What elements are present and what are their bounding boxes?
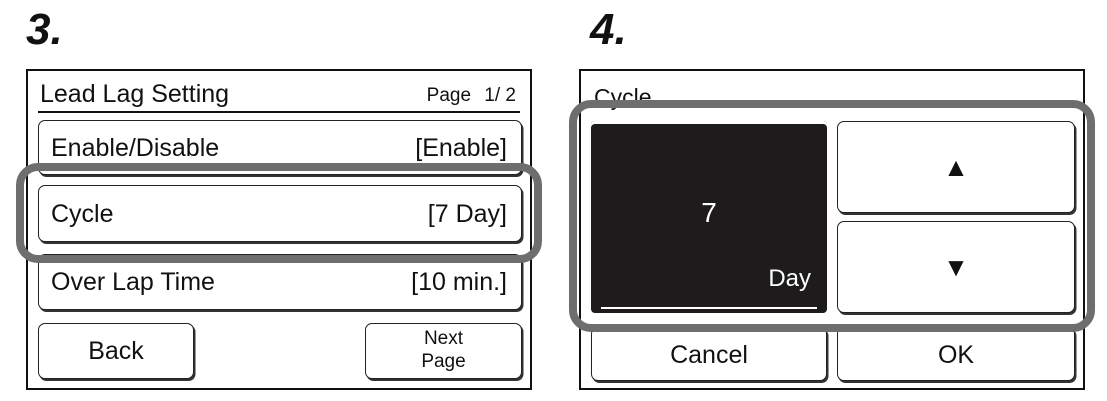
next-label-line1: Next [423, 328, 464, 349]
page-value: 1/ 2 [484, 85, 516, 106]
step-4-number: 4. [590, 5, 627, 54]
row-value: [Enable] [415, 134, 507, 162]
cycle-value-display: 7 Day [591, 121, 827, 313]
ok-button[interactable]: OK [837, 327, 1075, 381]
row-label: Over Lap Time [51, 268, 215, 296]
next-label-line2: Page [421, 351, 466, 372]
cycle-unit: Day [768, 265, 811, 292]
page-label: Page [426, 85, 472, 106]
ok-label: OK [937, 341, 975, 369]
page-indicator: Page 1/ 2 [427, 85, 516, 107]
back-button[interactable]: Back [38, 323, 194, 379]
value-panel-highlight [569, 100, 1095, 332]
row-value: [7 Day] [427, 200, 507, 228]
cycle-screen: Cycle 7 Day ▲ ▼ Cancel OK [579, 69, 1085, 390]
step-3-number: 3. [26, 5, 63, 54]
down-arrow-icon: ▼ [943, 252, 969, 282]
back-label: Back [88, 337, 144, 365]
cancel-button[interactable]: Cancel [591, 327, 827, 381]
cycle-value: 7 [701, 197, 717, 228]
next-page-button[interactable]: Next Page [365, 323, 522, 379]
up-arrow-icon: ▲ [943, 152, 969, 182]
display-underline [601, 307, 817, 309]
row-cycle[interactable]: Cycle [7 Day] [38, 185, 522, 242]
cancel-label: Cancel [670, 341, 748, 369]
cycle-row-highlight [16, 163, 542, 263]
page-title: Lead Lag Setting [40, 80, 230, 108]
screen-header: Lead Lag Setting Page 1/ 2 [38, 79, 520, 113]
row-label: Cycle [51, 200, 114, 228]
row-over-lap-time[interactable]: Over Lap Time [10 min.] [38, 254, 522, 310]
decrement-button[interactable]: ▼ [837, 221, 1075, 313]
row-label: Enable/Disable [51, 134, 220, 162]
row-value: [10 min.] [411, 268, 507, 296]
increment-button[interactable]: ▲ [837, 121, 1075, 213]
